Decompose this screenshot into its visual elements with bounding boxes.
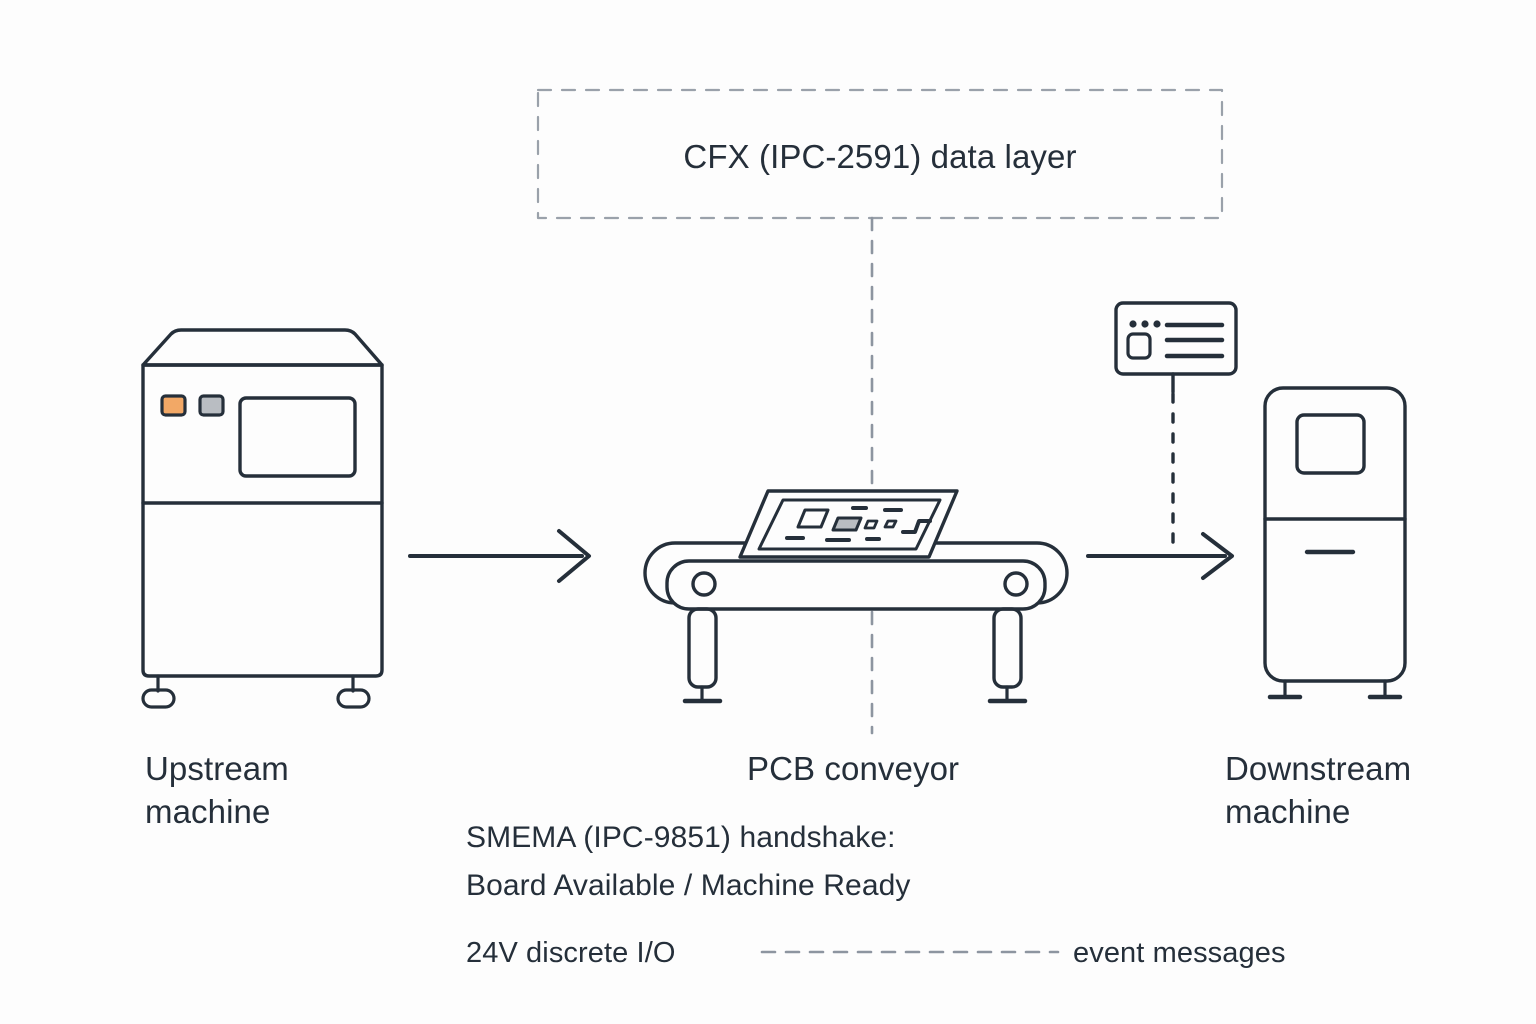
legend-dashed-label: event messages xyxy=(1073,937,1286,969)
upstream-machine-icon xyxy=(141,328,384,709)
upstream-machine-screen xyxy=(238,396,357,478)
smema-handshake-line-2: Board Available / Machine Ready xyxy=(466,869,911,902)
downstream-machine-label: Downstream machine xyxy=(1225,750,1412,830)
pcb-component-zigzag xyxy=(901,519,932,534)
downstream-machine-screen xyxy=(1295,413,1366,475)
flow-arrow-right-head xyxy=(1201,532,1234,580)
flow-arrow-right xyxy=(1086,532,1234,580)
pcb-component-square xyxy=(796,508,830,529)
conveyor-leg-right xyxy=(992,607,1023,689)
pcb-board-inner xyxy=(757,498,942,551)
pcb-component-chip xyxy=(831,516,863,532)
conveyor-roller-left xyxy=(691,571,717,597)
cfx-data-layer-label: CFX (IPC-2591) data layer xyxy=(683,138,1077,175)
conveyor-leg-left xyxy=(687,607,718,689)
downstream-machine-body xyxy=(1263,386,1407,683)
pcb-conveyor-icon xyxy=(643,541,1069,704)
data-card-dot-2 xyxy=(1141,320,1149,328)
upstream-machine-label: Upstream machine xyxy=(145,750,289,830)
downstream-machine-icon xyxy=(1263,386,1407,700)
smema-handshake-line-1: SMEMA (IPC-9851) handshake: xyxy=(466,821,896,854)
upstream-machine-foot-left xyxy=(141,688,176,709)
data-card-dot-3 xyxy=(1153,320,1161,328)
data-card-icon xyxy=(1114,301,1238,554)
upstream-machine-foot-right xyxy=(336,688,371,709)
conveyor-frame xyxy=(665,559,1047,611)
data-card-dot-1 xyxy=(1129,320,1137,328)
legend-solid-label: 24V discrete I/O xyxy=(466,937,676,969)
flow-arrow-left-head xyxy=(557,529,591,583)
upstream-machine-body xyxy=(141,363,384,678)
pcb-component-dot-b xyxy=(883,519,898,529)
pcb-conveyor-label: PCB conveyor xyxy=(747,750,960,787)
data-card-thumbnail xyxy=(1126,332,1152,360)
pcb-board-icon xyxy=(738,489,959,559)
pcb-component-dot-a xyxy=(863,519,879,530)
upstream-machine-indicator-orange xyxy=(160,394,187,417)
cfx-data-layer-box xyxy=(536,88,1224,220)
flow-arrow-left xyxy=(408,529,591,583)
upstream-machine-top-bevel xyxy=(141,328,384,367)
upstream-machine-indicator-gray xyxy=(198,394,225,417)
conveyor-roller-right xyxy=(1003,571,1029,597)
